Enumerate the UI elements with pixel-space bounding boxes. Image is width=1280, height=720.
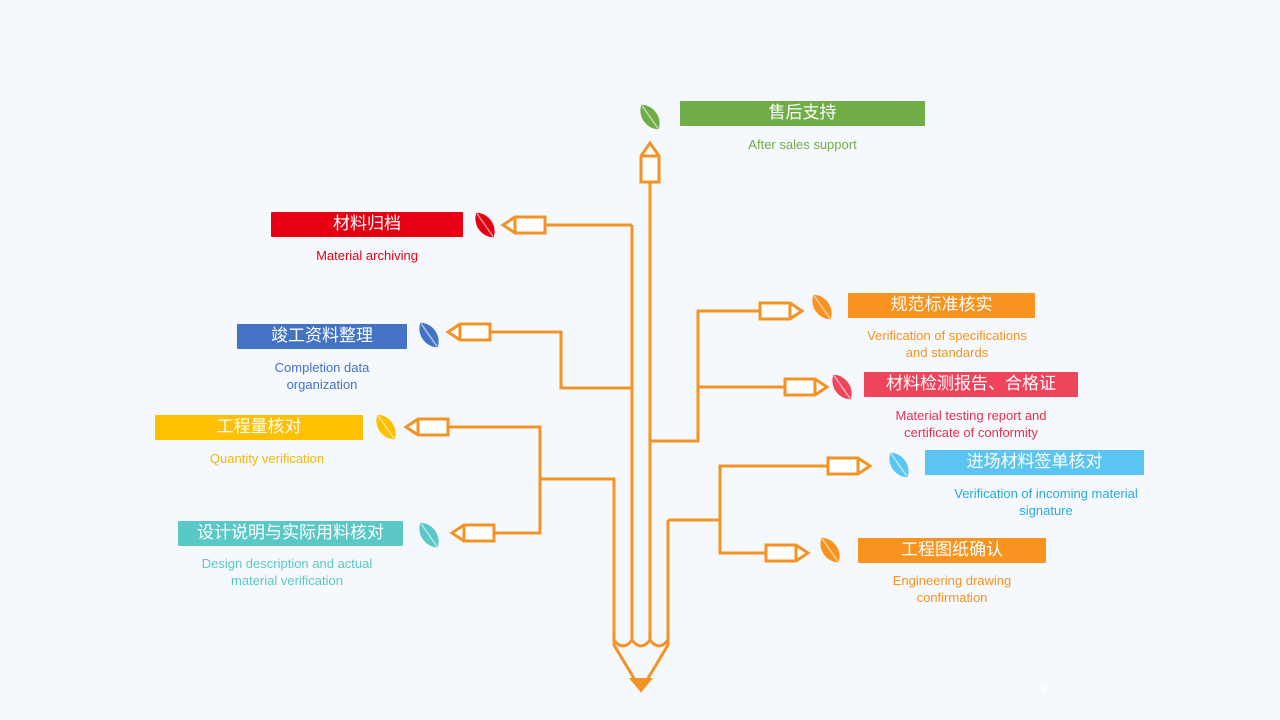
caption-engineering-drawing: Engineering drawing confirmation	[858, 572, 1046, 606]
caption-quantity-verification: Quantity verification	[155, 450, 379, 467]
caption-incoming-material: Verification of incoming material signat…	[925, 485, 1167, 519]
pencil-design-description	[449, 523, 496, 543]
pencil-specifications	[758, 301, 805, 321]
leaf-icon	[812, 294, 832, 320]
pencil-incoming-material	[826, 456, 873, 476]
leaf-icon	[419, 522, 439, 548]
pencil-testing-report	[783, 377, 830, 397]
caption-line: Material testing report and	[895, 408, 1047, 423]
leaf-icon	[475, 212, 495, 238]
node-engineering-drawing: 工程图纸确认	[858, 538, 1046, 563]
caption-testing-report: Material testing report and certificate …	[862, 407, 1080, 441]
caption-line: and standards	[905, 345, 989, 360]
caption-line: Completion data	[274, 360, 370, 375]
node-specifications: 规范标准核实	[848, 293, 1035, 318]
leaf-icon	[820, 537, 840, 563]
pencil-material-archiving	[500, 215, 547, 235]
leaf-icon	[889, 452, 909, 478]
main-pencil-scallop	[612, 637, 670, 648]
pencil-completion-data	[445, 322, 492, 342]
main-pencil-lead	[628, 678, 654, 693]
caption-after-sales-support: After sales support	[748, 137, 857, 152]
caption-design-description: Design description and actual material v…	[172, 555, 402, 589]
caption-line: signature	[1019, 503, 1073, 518]
caption-completion-data: Completion data organization	[237, 359, 407, 393]
caption-line: Design description and actual	[201, 556, 373, 571]
top-mini-pencil	[639, 140, 661, 184]
wire-specifications	[650, 309, 760, 443]
node-incoming-material: 进场材料签单核对	[925, 450, 1144, 475]
node-design-description: 设计说明与实际用料核对	[178, 521, 403, 546]
caption-line: Material archiving	[316, 248, 418, 263]
wire-engineering-drawing	[718, 520, 766, 555]
caption-line: Verification of specifications	[867, 328, 1027, 343]
caption-line: Quantity verification	[209, 451, 325, 466]
caption-line: confirmation	[916, 590, 988, 605]
leaf-icon	[376, 414, 396, 440]
node-testing-report: 材料检测报告、合格证	[864, 372, 1078, 397]
caption-line: material verification	[231, 573, 343, 588]
caption-material-archiving: Material archiving	[271, 247, 463, 264]
caption-line: certificate of conformity	[904, 425, 1038, 440]
leaf-icon	[832, 374, 852, 400]
wire-design-description	[494, 479, 542, 535]
wire-completion-data	[490, 330, 632, 390]
pencil-engineering-drawing	[764, 543, 811, 563]
pencil-quantity-verification	[403, 417, 450, 437]
leaf-icon	[419, 322, 439, 348]
node-completion-data: 竣工资料整理	[237, 324, 407, 349]
caption-line: Verification of incoming material	[954, 486, 1138, 501]
node-material-archiving: 材料归档	[271, 212, 463, 237]
node-quantity-verification: 工程量核对	[155, 415, 363, 440]
caption-line: Engineering drawing	[892, 573, 1012, 588]
leaf-icon	[640, 104, 660, 130]
caption-line: organization	[286, 377, 358, 392]
wire-incoming-material	[668, 464, 828, 522]
node-after-sales-support: 售后支持	[680, 101, 925, 126]
caption-specifications: Verification of specifications and stand…	[842, 327, 1052, 361]
page-number: 9	[1040, 680, 1048, 695]
